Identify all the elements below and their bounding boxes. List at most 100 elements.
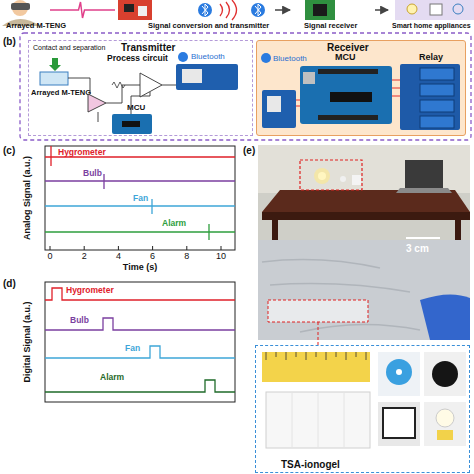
node-text: Relay	[419, 53, 443, 63]
panel-label: (d)	[3, 278, 16, 289]
comparator-symbol	[140, 73, 162, 97]
laptop-base	[396, 188, 452, 193]
table-top	[262, 190, 470, 212]
callout-box: TSA-ionogel	[255, 345, 470, 473]
trace-label: Alarm	[100, 373, 124, 382]
lamp	[318, 172, 326, 180]
appliance	[352, 175, 361, 185]
relay	[420, 84, 454, 96]
appliance-photo	[378, 352, 420, 396]
teng-pad	[40, 72, 68, 85]
mcu-chip	[122, 121, 140, 127]
leader-line	[318, 322, 319, 345]
trace-label: Fan	[125, 344, 140, 353]
highlight-box	[300, 160, 362, 190]
mcu-board	[300, 66, 392, 124]
appliance-photo	[424, 352, 466, 396]
relay	[420, 116, 454, 128]
panel-label: (b)	[3, 36, 16, 47]
bluetooth-glyph	[255, 4, 261, 16]
relay	[420, 68, 454, 80]
bulb-base	[437, 430, 453, 440]
fan-icon	[453, 4, 463, 14]
analog-trace	[45, 224, 235, 240]
appliance-photo	[424, 402, 466, 446]
appliance	[340, 176, 346, 182]
device-stage: Smart home appliances	[388, 0, 474, 32]
bulb	[436, 409, 454, 427]
analog-trace	[45, 146, 235, 166]
wireless-waves	[220, 0, 237, 20]
connector	[50, 2, 115, 18]
hygrometer-icon	[430, 4, 442, 15]
opamp-symbol	[88, 94, 106, 112]
trace-label: Hygrometer	[58, 148, 106, 157]
wire	[296, 80, 400, 106]
board-chip	[313, 4, 327, 16]
trace-label: Alarm	[162, 219, 186, 228]
node-text: Contact and separation	[33, 44, 105, 52]
node-title: Receiver	[327, 42, 369, 53]
panel-frame	[20, 33, 471, 140]
device-stage: Arrayed M-TENG	[0, 0, 50, 32]
axis-title: Time (s)	[123, 263, 157, 273]
node-title: TSA-ionogel	[281, 459, 340, 470]
appliance-panel	[395, 0, 474, 20]
photo-background	[258, 145, 470, 340]
tick-label: 2	[82, 252, 87, 262]
tick-label: 10	[216, 252, 226, 262]
lamp-icon	[407, 4, 417, 14]
connector	[375, 9, 388, 11]
node-title: Smart home appliances	[392, 22, 471, 30]
panel-label: (c)	[3, 145, 15, 156]
trace-label: Bulb	[70, 316, 89, 325]
panel-label: (e)	[243, 145, 255, 156]
device-stage: Signal conversion and transmitter	[115, 0, 275, 32]
bluetooth-icon	[198, 3, 212, 17]
bluetooth-module	[176, 64, 238, 90]
node-title: Signal conversion and transmitter	[148, 22, 269, 30]
buzzer	[432, 361, 458, 387]
relay-board	[400, 64, 460, 130]
mcu-board	[112, 114, 152, 134]
header-pins	[318, 69, 378, 74]
scale-label: 3 cm	[406, 243, 429, 254]
sample-grid	[292, 392, 344, 448]
mcu-chip	[330, 92, 372, 102]
resistor-symbol	[112, 82, 125, 88]
node-text: MCU	[127, 104, 145, 113]
bluetooth-icon	[261, 53, 271, 63]
blanket-folds	[262, 260, 420, 332]
blanket	[258, 240, 470, 340]
node-text: Bluetooth	[273, 55, 307, 64]
connector	[275, 9, 290, 11]
tick-label: 4	[116, 252, 121, 262]
analog-trace	[45, 174, 235, 189]
transmitter-board	[118, 0, 152, 20]
node-text: Arrayed M-TENG	[31, 89, 91, 97]
axis-ticks	[50, 246, 221, 250]
person-head	[12, 0, 28, 16]
axis-title: Analog Signal (a.u.)	[23, 156, 33, 240]
node-text: Process circuit	[107, 54, 168, 63]
ionogel-sample	[266, 392, 370, 448]
fan-hub	[396, 369, 402, 375]
tick-label: 0	[47, 252, 52, 262]
tick-label: 8	[184, 252, 189, 262]
node-text: Bluetooth	[191, 53, 225, 62]
digital-trace	[45, 380, 235, 392]
relay	[420, 100, 454, 112]
laptop-screen	[405, 160, 443, 188]
plot-frame	[45, 282, 235, 402]
scale-bar	[406, 237, 440, 239]
bluetooth-module	[262, 90, 296, 128]
plot-frame	[45, 146, 235, 250]
press-arrow	[49, 58, 61, 71]
board-chip	[124, 4, 134, 12]
bluetooth-glyph	[202, 4, 208, 16]
tick-label: 6	[150, 252, 155, 262]
node-title: Transmitter	[121, 42, 175, 53]
table-leg	[272, 220, 278, 242]
circuit-wire	[68, 78, 176, 122]
node-text: MCU	[335, 53, 356, 63]
